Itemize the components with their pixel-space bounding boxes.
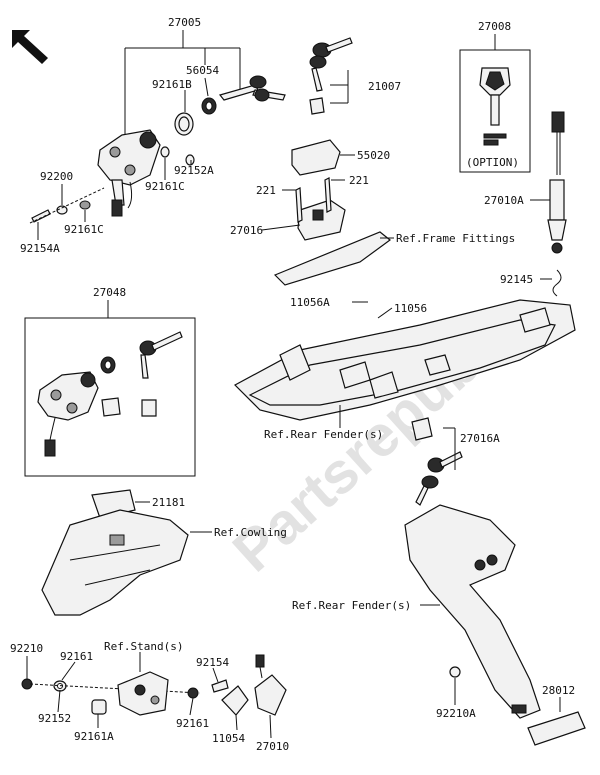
label-56054: 56054 bbox=[186, 64, 219, 77]
license-plate-bracket bbox=[404, 504, 586, 746]
label-92152: 92152 bbox=[38, 712, 71, 725]
label-27016A: 27016A bbox=[460, 432, 500, 445]
seat-lock-bracket bbox=[273, 139, 391, 286]
label-ref-stand: Ref.Stand(s) bbox=[104, 640, 183, 653]
switch-27010A bbox=[547, 111, 567, 297]
label-92210: 92210 bbox=[10, 642, 43, 655]
lock-27016A bbox=[411, 417, 463, 506]
leader-lines bbox=[26, 77, 561, 739]
label-28012: 28012 bbox=[542, 684, 575, 697]
label-92154: 92154 bbox=[196, 656, 229, 669]
label-92161C-a: 92161C bbox=[145, 180, 185, 193]
label-92145: 92145 bbox=[500, 273, 533, 286]
label-221-b: 221 bbox=[349, 174, 369, 187]
label-27016: 27016 bbox=[230, 224, 263, 237]
label-221-a: 221 bbox=[256, 184, 276, 197]
cowling bbox=[41, 489, 189, 616]
label-92161C-b: 92161C bbox=[64, 223, 104, 236]
label-92161-a: 92161 bbox=[60, 650, 93, 663]
label-92152A: 92152A bbox=[174, 164, 214, 177]
label-11056A: 11056A bbox=[290, 296, 330, 309]
label-21181: 21181 bbox=[152, 496, 185, 509]
direction-arrow-icon bbox=[12, 30, 48, 64]
label-ref-rear-fender-2: Ref.Rear Fender(s) bbox=[292, 599, 411, 612]
label-27010A: 27010A bbox=[484, 194, 524, 207]
label-option: (OPTION) bbox=[466, 156, 519, 169]
label-27010: 27010 bbox=[256, 740, 289, 753]
label-92154A: 92154A bbox=[20, 242, 60, 255]
label-27008: 27008 bbox=[478, 20, 511, 33]
keys-21007 bbox=[309, 37, 353, 115]
label-ref-frame-fittings: Ref.Frame Fittings bbox=[396, 232, 515, 245]
label-21007: 21007 bbox=[368, 80, 401, 93]
label-92161B: 92161B bbox=[152, 78, 192, 91]
rear-frame bbox=[234, 299, 576, 421]
label-92161A: 92161A bbox=[74, 730, 114, 743]
label-ref-cowling: Ref.Cowling bbox=[214, 526, 287, 539]
key-27008-option bbox=[459, 34, 531, 173]
label-92200: 92200 bbox=[40, 170, 73, 183]
label-27005: 27005 bbox=[168, 16, 201, 29]
kit-27048 bbox=[24, 300, 196, 477]
label-27048: 27048 bbox=[93, 286, 126, 299]
label-92210A: 92210A bbox=[436, 707, 476, 720]
label-ref-rear-fender-1: Ref.Rear Fender(s) bbox=[264, 428, 383, 441]
label-11056: 11056 bbox=[394, 302, 427, 315]
ignition-switch-assembly bbox=[29, 30, 286, 224]
stand-switch-assembly bbox=[21, 654, 287, 716]
label-11054: 11054 bbox=[212, 732, 245, 745]
label-55020: 55020 bbox=[357, 149, 390, 162]
label-92161-b: 92161 bbox=[176, 717, 209, 730]
